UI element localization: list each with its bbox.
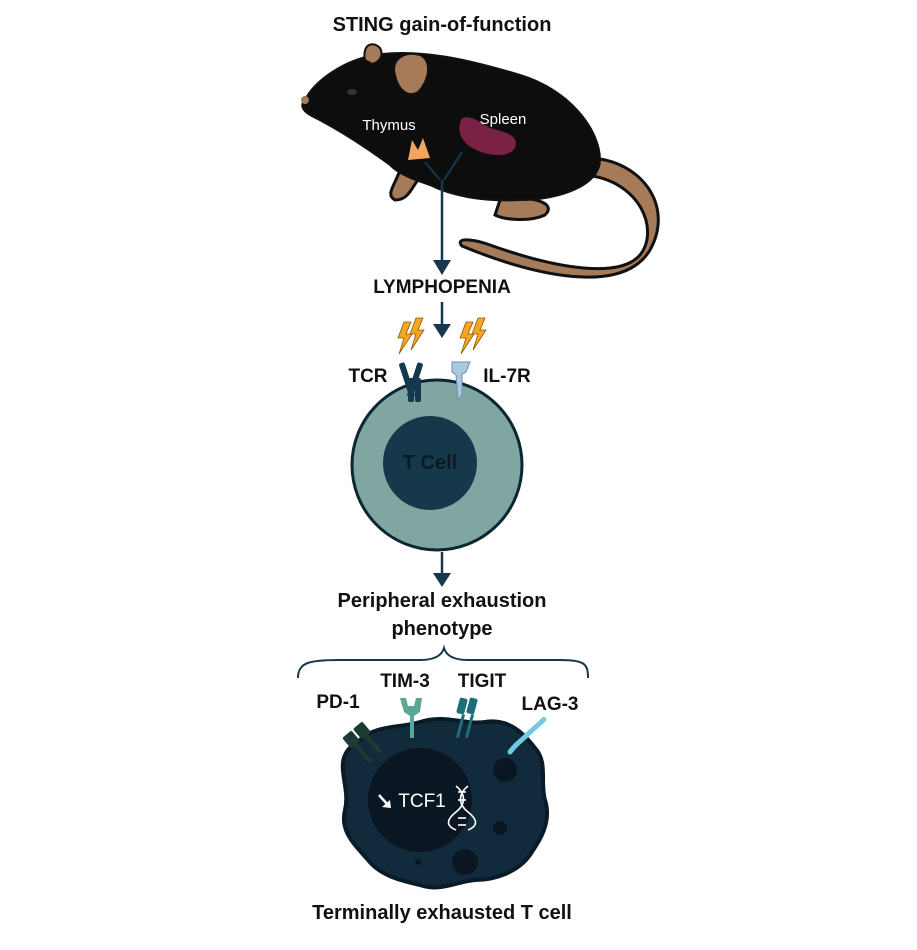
t-cell — [350, 378, 524, 552]
arrow-to-exhaustion — [433, 552, 451, 587]
il7r-receptor-icon — [451, 361, 471, 402]
lightning-icon — [397, 317, 425, 355]
lymphopenia-label: LYMPHOPENIA — [373, 277, 511, 298]
mouse-eye — [347, 89, 357, 95]
exhaustion-label-line1: Peripheral exhaustion — [337, 590, 547, 612]
tcf1-label: TCF1 — [398, 791, 446, 812]
thymus-organ — [408, 138, 430, 160]
tcr-receptor-icon — [399, 362, 423, 402]
pd1-receptor-icon — [343, 722, 383, 764]
tim3-receptor-icon — [400, 698, 422, 738]
mouse-tail — [458, 156, 660, 279]
pd1-label: PD-1 — [316, 692, 360, 713]
thymus-label: Thymus — [362, 117, 416, 134]
dna-icon — [447, 785, 477, 831]
arrow-to-tcell — [433, 302, 451, 338]
vesicle — [493, 758, 517, 782]
mouse-nose — [301, 96, 309, 104]
vesicle — [415, 859, 421, 865]
nucleus — [368, 748, 472, 852]
spleen-organ — [459, 117, 516, 156]
spleen-label: Spleen — [479, 111, 527, 128]
vesicle — [452, 849, 478, 875]
thymus-connector — [424, 161, 441, 181]
curly-brace — [297, 644, 589, 679]
il7r-label: IL-7R — [483, 366, 531, 387]
tcr-label: TCR — [348, 366, 388, 387]
lag3-label: LAG-3 — [521, 694, 579, 715]
exhausted-cell-label: Terminally exhausted T cell — [312, 902, 572, 924]
diagram-title: STING gain-of-function — [332, 14, 552, 36]
tim3-label: TIM-3 — [380, 671, 430, 692]
vesicle — [493, 821, 507, 835]
mouse-body — [301, 51, 602, 202]
lightning-icon — [459, 317, 487, 355]
mouse-ear-back — [363, 43, 383, 66]
arrow-to-lymphopenia — [433, 180, 451, 275]
tcell-label: T Cell — [402, 452, 458, 474]
spleen-connector — [443, 151, 463, 181]
mouse-ear — [393, 52, 429, 95]
tigit-receptor-icon — [455, 697, 478, 739]
tigit-label: TIGIT — [457, 671, 507, 692]
down-arrow-icon — [378, 794, 391, 808]
mouse-illustration — [301, 43, 660, 279]
exhaustion-label-line2: phenotype — [391, 618, 493, 640]
lag3-receptor-icon — [507, 715, 548, 755]
